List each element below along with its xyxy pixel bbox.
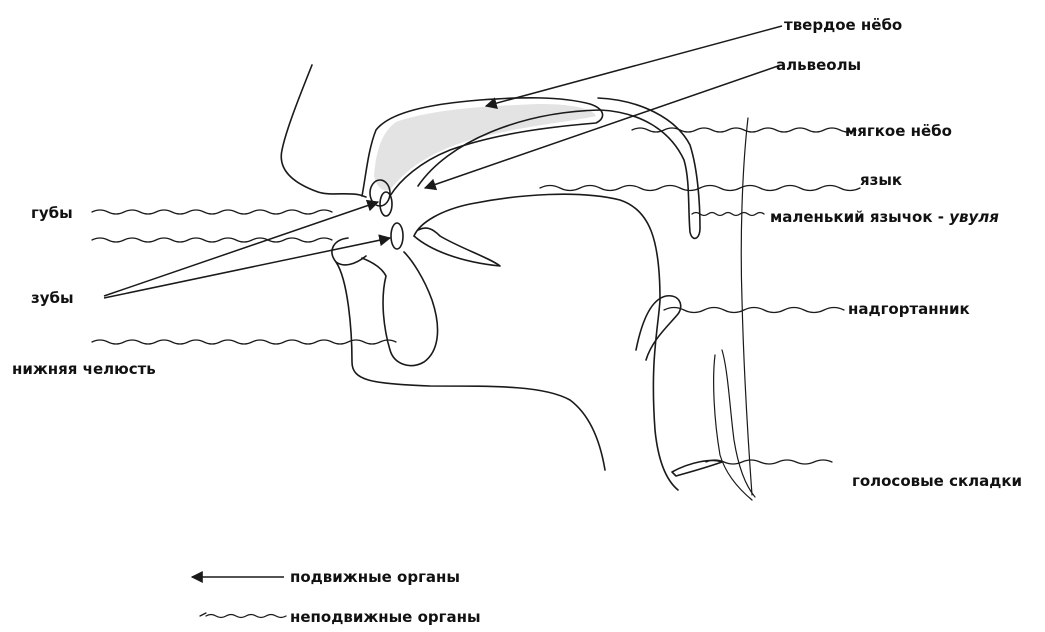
head-profile-drawing xyxy=(281,65,755,500)
wavy-soft-palate xyxy=(632,128,856,132)
hard-palate-shading xyxy=(374,104,596,190)
label-uvula: маленький язычок - увуля xyxy=(770,208,999,226)
legend-immovable-label: неподвижные органы xyxy=(290,608,481,626)
label-epiglottis: надгортанник xyxy=(848,300,970,318)
legend-wavy-symbol xyxy=(206,615,286,618)
label-tongue: язык xyxy=(860,171,902,189)
arrow-to-hard-palate xyxy=(486,26,782,106)
wavy-lips xyxy=(92,210,332,214)
label-soft-palate: мягкое нёбо xyxy=(845,122,952,140)
wavy-lower-jaw xyxy=(92,340,396,344)
vocal-folds-shape xyxy=(672,460,722,476)
wavy-vocal-folds xyxy=(706,460,832,464)
label-alveoli: альвеолы xyxy=(776,56,861,74)
legend: подвижные органы неподвижные органы xyxy=(192,568,481,626)
label-uvula-name: увуля xyxy=(949,208,999,226)
legend-wavy-tail xyxy=(200,613,206,616)
lower-lip xyxy=(332,238,366,265)
chin-outline xyxy=(336,262,605,470)
tongue-tip xyxy=(414,228,500,266)
label-teeth: зубы xyxy=(31,289,74,307)
organ-labels: твердое нёбо альвеолы мягкое нёбо язык м… xyxy=(12,16,1022,490)
wavy-lower-lip xyxy=(92,238,332,242)
movable-organ-arrows xyxy=(104,26,782,298)
wavy-tongue xyxy=(540,186,860,191)
label-lower-jaw: нижняя челюсть xyxy=(12,360,156,378)
lower-teeth xyxy=(391,223,403,249)
nose-profile xyxy=(281,65,366,197)
label-hard-palate: твердое нёбо xyxy=(784,16,902,34)
wavy-epiglottis xyxy=(664,308,844,313)
label-lips: губы xyxy=(31,204,73,222)
wavy-uvula xyxy=(692,213,764,216)
legend-movable-label: подвижные органы xyxy=(290,568,460,586)
label-vocal-folds: голосовые складки xyxy=(852,472,1022,490)
pharynx-wall xyxy=(741,118,752,495)
immovable-organ-leaders xyxy=(92,128,860,464)
label-uvula-prefix: маленький язычок - xyxy=(770,208,949,226)
epiglottis xyxy=(636,296,681,360)
lower-jaw xyxy=(362,252,438,366)
